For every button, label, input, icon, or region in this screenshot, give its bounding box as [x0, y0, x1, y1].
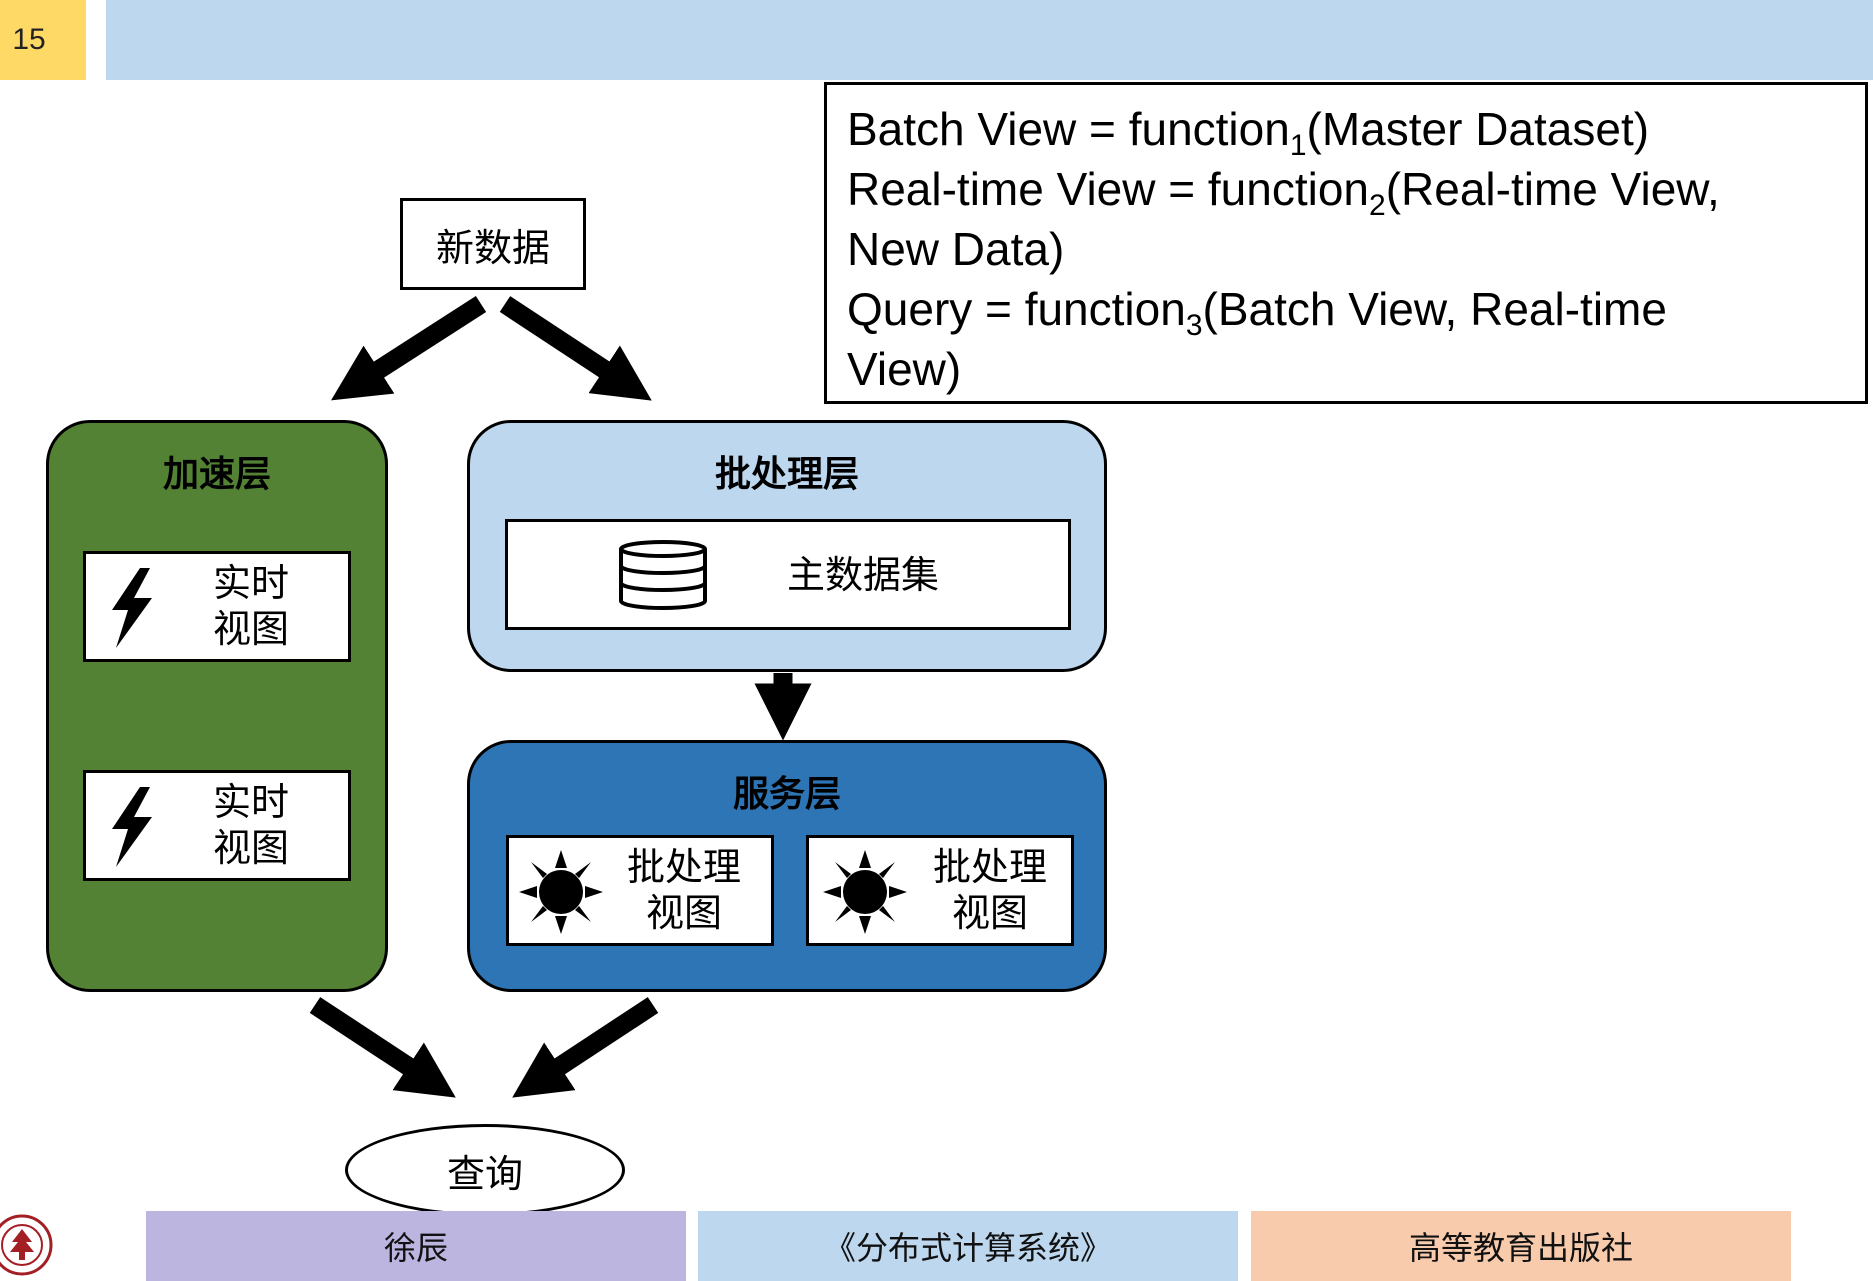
master-dataset-box: 主数据集 [505, 519, 1071, 630]
formula-query: Query = function3(Batch View, Real-time [847, 283, 1667, 343]
speed-layer: 加速层 实时 视图 实时 视图 [46, 420, 388, 992]
batch-layer: 批处理层 主数据集 [467, 420, 1107, 672]
batch-view-1-label: 批处理 视图 [626, 845, 741, 935]
master-dataset-label: 主数据集 [786, 553, 939, 597]
batch-view-2-label: 批处理 视图 [932, 845, 1047, 935]
batch-view-2: 批处理 视图 [806, 835, 1074, 946]
formula-batch-view: Batch View = function1(Master Dataset) [847, 103, 1650, 163]
page-number: 15 [0, 0, 86, 80]
lightning-icon [112, 568, 152, 648]
serving-layer-title: 服务层 [732, 773, 841, 815]
university-logo [0, 1214, 53, 1276]
formula-realtime-view-cont: New Data) [847, 223, 1065, 275]
sun-icon [519, 850, 603, 934]
speed-view-2-label: 实时 视图 [212, 780, 289, 870]
sun-icon [823, 850, 907, 934]
arrow-serving-to-query [512, 997, 659, 1098]
footer-author: 徐辰 [146, 1211, 686, 1281]
serving-layer: 服务层 批处理 视图 [467, 740, 1107, 992]
speed-view-1: 实时 视图 [83, 551, 351, 662]
formula-query-cont: View) [847, 343, 962, 395]
lightning-icon [112, 787, 152, 867]
query-label: 查询 [446, 1151, 523, 1196]
footer-book: 《分布式计算系统》 [698, 1211, 1238, 1281]
query-node: 查询 [345, 1124, 625, 1216]
new-data-box: 新数据 [400, 198, 586, 290]
formula-realtime-view: Real-time View = function2(Real-time Vie… [847, 163, 1720, 223]
speed-layer-title: 加速层 [162, 453, 271, 495]
batch-view-1: 批处理 视图 [506, 835, 774, 946]
new-data-label: 新数据 [435, 225, 550, 270]
formula-box: Batch View = function1(Master Dataset) R… [824, 82, 1868, 404]
footer-publisher: 高等教育出版社 [1251, 1211, 1791, 1281]
title-band [106, 0, 1873, 80]
arrow-to-speed-layer [331, 296, 487, 401]
speed-view-1-label: 实时 视图 [212, 561, 289, 651]
database-icon [619, 540, 707, 610]
arrow-to-batch-layer [499, 296, 652, 401]
arrow-speed-to-query [309, 997, 456, 1098]
batch-layer-title: 批处理层 [714, 453, 859, 495]
speed-view-2: 实时 视图 [83, 770, 351, 881]
